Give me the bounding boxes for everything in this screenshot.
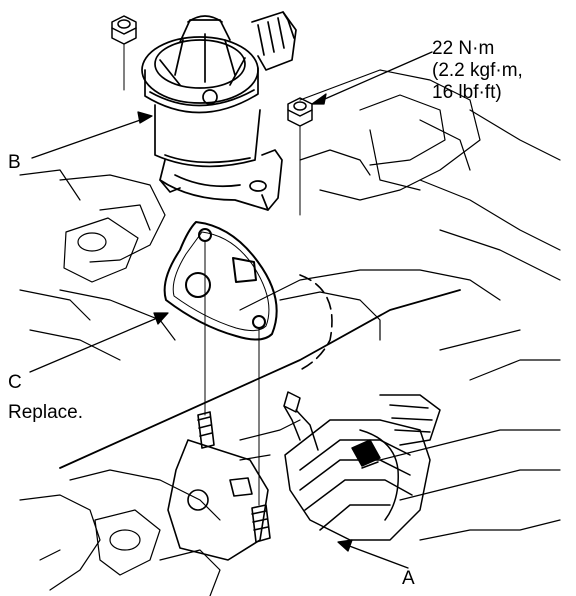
engine-background xyxy=(19,69,561,596)
torque-spec-callout: 22 N·m (2.2 kgf·m, 16 lbf·ft) xyxy=(432,38,523,104)
callout-c-label: C xyxy=(8,372,22,393)
torque-spec-line-3: 16 lbf·ft) xyxy=(432,82,502,103)
callout-a-label: A xyxy=(402,568,415,589)
gasket-c xyxy=(163,221,278,341)
callout-b-label: B xyxy=(8,152,21,173)
nut-left xyxy=(111,15,137,45)
egr-valve-b xyxy=(141,11,297,211)
leader-lines xyxy=(29,51,433,569)
mounting-flange xyxy=(167,411,271,561)
nut-right xyxy=(287,97,313,127)
torque-spec-line-2: (2.2 kgf·m, xyxy=(432,60,523,81)
callout-c-note: Replace. xyxy=(8,402,83,423)
hose-connector-a xyxy=(283,391,441,541)
alignment-lines xyxy=(123,43,301,506)
torque-spec-line-1: 22 N·m xyxy=(432,38,495,59)
